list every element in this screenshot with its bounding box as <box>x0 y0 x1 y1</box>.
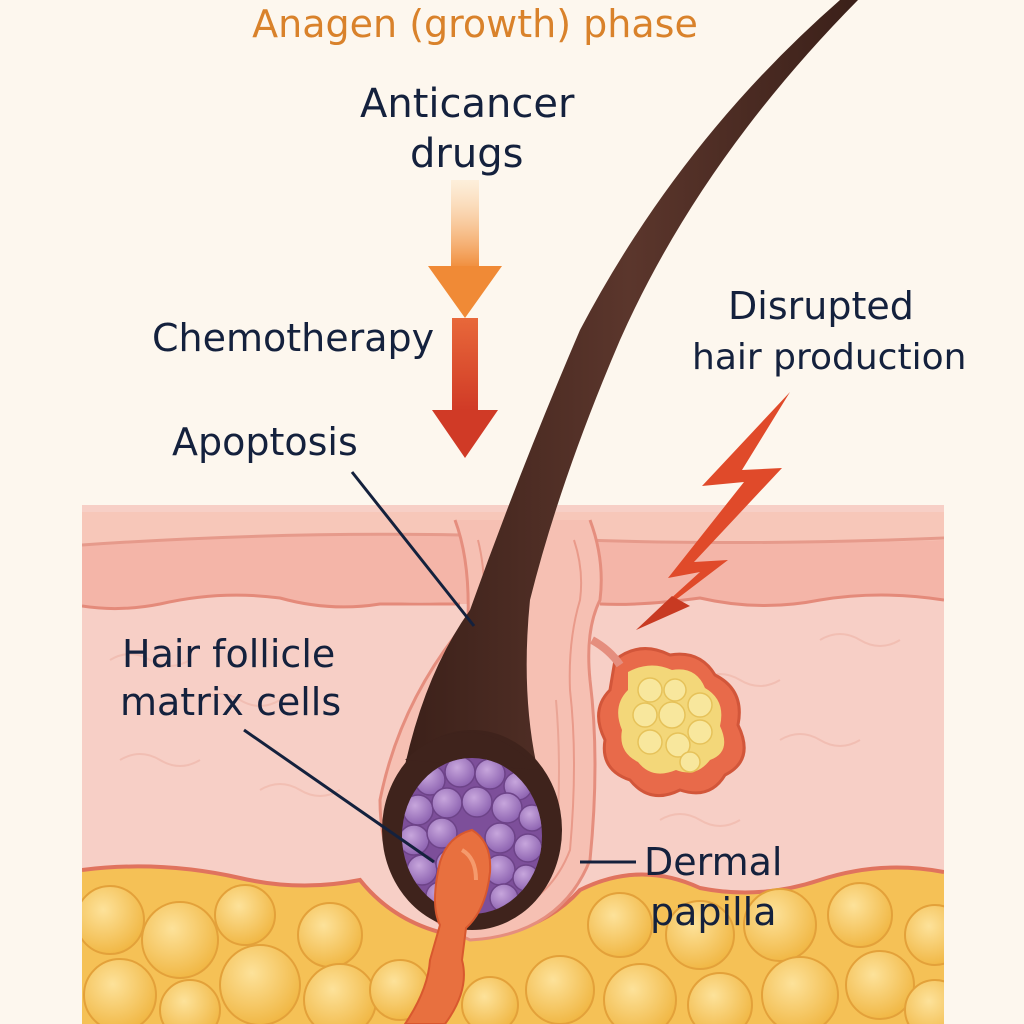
papilla-label-line1: Dermal <box>644 840 783 884</box>
apoptosis-leader-line <box>350 471 476 627</box>
diagram-title: Anagen (growth) phase <box>252 2 698 46</box>
sebaceous-gland <box>590 636 746 798</box>
matrix-leader-line <box>243 728 435 864</box>
anticancer-label-line1: Anticancer <box>360 81 575 127</box>
chemotherapy-label: Chemotherapy <box>152 316 435 360</box>
hair-shaft <box>400 0 858 790</box>
disrupted-label-line1: Disrupted <box>728 284 914 328</box>
papilla-label-line2: papilla <box>650 890 777 934</box>
lightning-bolt-arrow <box>636 392 790 630</box>
apoptosis-label: Apoptosis <box>172 420 358 464</box>
matrix-label-line1: Hair follicle <box>122 632 336 676</box>
disrupted-label-line2: hair production <box>692 337 967 378</box>
downward-drug-arrow <box>428 180 502 458</box>
fat-cells <box>82 882 944 1024</box>
dermal-papilla <box>403 828 492 1024</box>
matrix-label-line2: matrix cells <box>120 680 342 724</box>
anticancer-label-line2: drugs <box>410 131 524 177</box>
